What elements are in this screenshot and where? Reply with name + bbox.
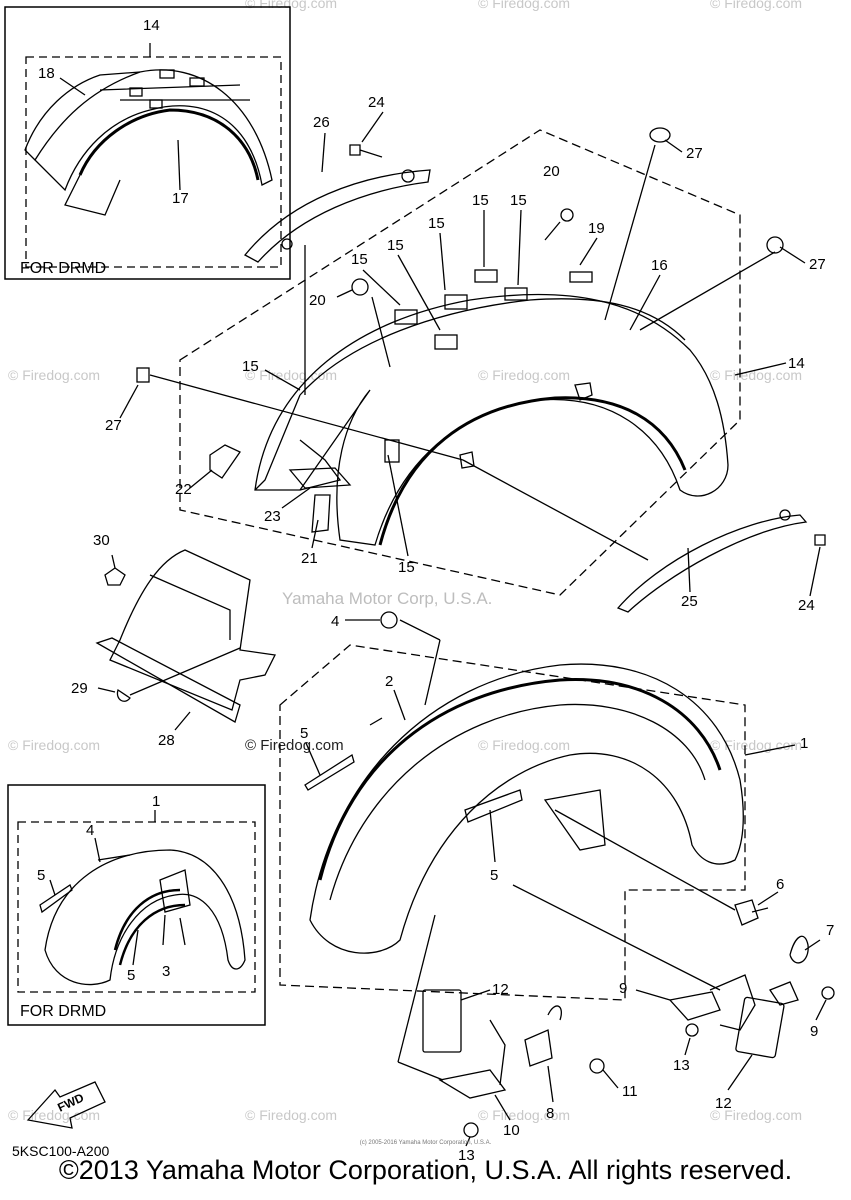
callout-27: 27 xyxy=(105,417,122,434)
watermark-text: © Firedog.com xyxy=(8,737,100,753)
callout-23: 23 xyxy=(264,508,281,525)
callout-7: 7 xyxy=(826,922,834,939)
tiny-credit: (c) 2005-2016 Yamaha Motor Corporation, … xyxy=(359,1140,492,1146)
inset-caption: FOR DRMD xyxy=(20,260,106,277)
callout-11: 11 xyxy=(622,1083,638,1100)
callout-19: 19 xyxy=(588,220,605,237)
watermarks: © Firedog.com © Firedog.com © Firedog.co… xyxy=(8,0,802,1123)
watermark-text: © Firedog.com xyxy=(710,1107,802,1123)
callout-9: 9 xyxy=(619,980,627,997)
watermark-text: © Firedog.com xyxy=(245,0,337,11)
center-watermark: Yamaha Motor Corp, U.S.A. xyxy=(282,589,492,608)
callout-15: 15 xyxy=(387,237,404,254)
callout-12: 12 xyxy=(715,1095,732,1112)
callout-9: 9 xyxy=(810,1023,818,1040)
callout-24: 24 xyxy=(798,597,815,614)
watermark-text: © Firedog.com xyxy=(245,367,337,383)
callout-26: 26 xyxy=(313,114,330,131)
callout-21: 21 xyxy=(301,550,318,567)
watermark-text: © Firedog.com xyxy=(478,737,570,753)
watermark-text: © Firedog.com xyxy=(478,1107,570,1123)
callout-18: 18 xyxy=(38,65,55,82)
callout-17: 17 xyxy=(172,190,189,207)
upper-leaders xyxy=(119,111,821,597)
inset-caption: FOR DRMD xyxy=(20,1003,106,1020)
watermark-text: © Firedog.com xyxy=(710,367,802,383)
front-fender-group xyxy=(279,611,835,1138)
watermark-text: © Firedog.com xyxy=(710,0,802,11)
callout-15: 15 xyxy=(510,192,527,209)
callout-15: 15 xyxy=(428,215,445,232)
callout-3: 3 xyxy=(162,963,170,980)
callout-5: 5 xyxy=(300,725,308,742)
diagram-code: 5KSC100-A200 xyxy=(12,1143,110,1159)
callout-25: 25 xyxy=(681,593,698,610)
callout-12: 12 xyxy=(492,981,509,998)
watermark-text: © Firedog.com xyxy=(710,737,802,753)
callout-5: 5 xyxy=(127,967,135,984)
callout-4: 4 xyxy=(86,822,94,839)
callout-15: 15 xyxy=(398,559,415,576)
callout-13: 13 xyxy=(458,1147,475,1164)
watermark-text: © Firedog.com xyxy=(478,0,570,11)
inset-bottom-left xyxy=(7,784,266,1026)
callout-14: 14 xyxy=(143,17,160,34)
callout-10: 10 xyxy=(503,1122,520,1139)
front-fender-labels: 4 2 5 5 1 6 7 9 9 13 12 12 11 8 10 13 xyxy=(300,613,834,1164)
callout-4: 4 xyxy=(331,613,339,630)
watermark-text: © Firedog.com xyxy=(245,1107,337,1123)
callout-28: 28 xyxy=(158,732,175,749)
callout-24: 24 xyxy=(368,94,385,111)
rear-fender-labels: 24 26 27 27 27 20 20 19 16 14 15 15 15 1… xyxy=(105,94,826,614)
callout-13: 13 xyxy=(673,1057,690,1074)
callout-27: 27 xyxy=(686,145,703,162)
copyright-notice: ©2013 Yamaha Motor Corporation, U.S.A. A… xyxy=(58,1155,793,1185)
callout-5: 5 xyxy=(490,867,498,884)
callout-2: 2 xyxy=(385,673,393,690)
cover-labels: 30 29 28 xyxy=(71,532,175,749)
watermark-text: © Firedog.com xyxy=(8,367,100,383)
cover-group xyxy=(95,549,276,723)
callout-15: 15 xyxy=(351,251,368,268)
callout-1: 1 xyxy=(152,793,160,810)
cover-leaders xyxy=(97,687,191,731)
callout-16: 16 xyxy=(651,257,668,274)
watermark-text: © Firedog.com xyxy=(478,367,570,383)
inset-top-left-labels: 14 18 17 FOR DRMD xyxy=(20,17,189,277)
callout-15: 15 xyxy=(242,358,259,375)
callout-20: 20 xyxy=(309,292,326,309)
lower-leaders xyxy=(305,619,827,1147)
callout-5: 5 xyxy=(37,867,45,884)
callout-8: 8 xyxy=(546,1105,554,1122)
rear-fender-group xyxy=(136,127,826,613)
inset-top-left xyxy=(4,6,291,280)
callout-6: 6 xyxy=(776,876,784,893)
callout-14: 14 xyxy=(788,355,805,372)
callout-20: 20 xyxy=(543,163,560,180)
callout-29: 29 xyxy=(71,680,88,697)
inset-bottom-left-labels: 1 4 5 5 3 FOR DRMD xyxy=(20,793,170,1020)
callout-30: 30 xyxy=(93,532,110,549)
watermark-text-dark: © Firedog.com xyxy=(245,737,344,754)
callout-27: 27 xyxy=(809,256,826,273)
watermark-text: © Firedog.com xyxy=(8,1107,100,1123)
callout-15: 15 xyxy=(472,192,489,209)
callout-1: 1 xyxy=(800,735,808,752)
callout-22: 22 xyxy=(175,481,192,498)
